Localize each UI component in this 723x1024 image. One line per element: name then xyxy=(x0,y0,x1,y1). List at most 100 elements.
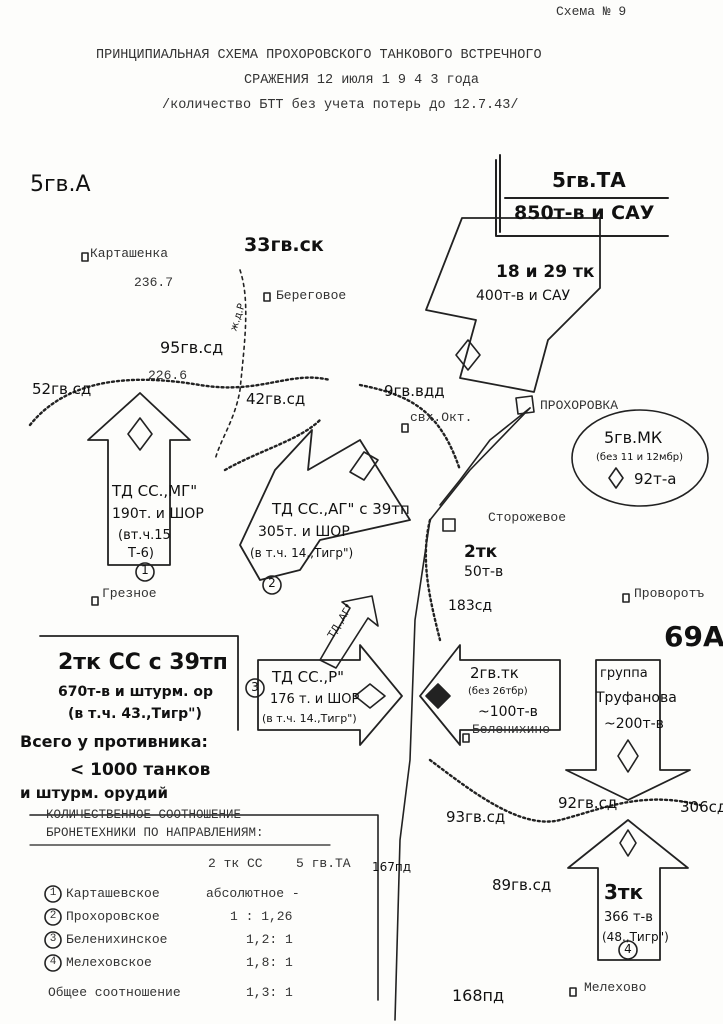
ger-td-ag-note: (в т.ч. 14.,Тигр") xyxy=(250,546,354,560)
place-gryaznoe: Грезное xyxy=(102,586,157,601)
unit-306-sd: 306сд xyxy=(680,798,723,816)
subtitle: /количество БТТ без учета потерь до 12.7… xyxy=(162,98,519,113)
table-circle-2 xyxy=(44,908,62,926)
marker-sovkhoz xyxy=(401,423,409,433)
height-236-7: 236.7 xyxy=(134,275,174,290)
sov-2tk: 2тк xyxy=(464,542,498,562)
place-provorot: Проворотъ xyxy=(634,586,705,601)
ger-td-mg-note2: Т-6) xyxy=(128,546,154,561)
marker-melekhovo xyxy=(569,987,577,997)
sov-2gv-tk-count: ~100т-в xyxy=(478,704,538,720)
army-5gv-ta: 5гв.ТА xyxy=(552,168,626,192)
sov-3tk-count: 366 т-в xyxy=(604,910,653,925)
sov-group-count: ~200т-в xyxy=(604,716,664,732)
marker-beregovoe xyxy=(263,292,271,302)
place-sovkhoz: свх.Окт. xyxy=(410,410,473,425)
sov-3tk-note: (48.,Тигр") xyxy=(602,930,669,944)
table-row-3-name: Беленихинское xyxy=(66,932,168,947)
diamond-symbol-2gvtk xyxy=(425,683,451,709)
unit-93gv-sd: 93гв.сд xyxy=(446,808,506,826)
table-title-line1: КОЛИЧЕСТВЕННОЕ СООТНОШЕНИЕ xyxy=(46,808,242,822)
sov-group-trufanov: Труфанова xyxy=(596,690,677,706)
sov-18-29-tk-count: 400т-в и САУ xyxy=(476,288,571,304)
ger-r-num: 3 xyxy=(251,680,259,694)
ger-td-mg-count: 190т. и ШОР xyxy=(112,506,204,522)
ger-td-r-count: 176 т. и ШОР xyxy=(270,692,360,707)
arrow-td-mg xyxy=(87,392,191,566)
unit-95gv-sd: 95гв.сд xyxy=(160,338,224,357)
table-circle-4 xyxy=(44,954,62,972)
enemy-2tk-ss: 2тк СС с 39тп xyxy=(58,650,228,675)
ger-mg-num: 1 xyxy=(141,563,149,577)
table-total-label: Общее соотношение xyxy=(48,985,181,1000)
table-row-3-num: 3 xyxy=(49,933,57,945)
diamond-symbol-trufanov xyxy=(617,739,639,773)
place-storozhevoe: Сторожевое xyxy=(488,510,567,525)
table-row-4-value: 1,8: 1 xyxy=(246,955,293,970)
sov-5gv-mk: 5гв.МК xyxy=(604,428,663,447)
circle-num-3 xyxy=(245,678,265,698)
oval-5gv-mk xyxy=(571,409,709,507)
front-line-north xyxy=(28,376,332,427)
enemy-2tk-ss-note: (в т.ч. 43.,Тигр") xyxy=(68,706,202,722)
height-226-6: 226.6 xyxy=(148,368,188,383)
sov-2tk-count: 50т-в xyxy=(464,564,504,580)
marker-belenikhino xyxy=(462,733,470,743)
front-line-mid xyxy=(223,418,322,472)
enemy-total-box xyxy=(39,635,239,731)
square-2tk xyxy=(442,518,456,532)
place-kartashevka: Карташенка xyxy=(90,246,169,261)
circle-num-2 xyxy=(262,575,282,595)
unit-89gv-sd: 89гв.сд xyxy=(492,876,552,894)
table-row-3-value: 1,2: 1 xyxy=(246,932,293,947)
army-5gv-a: 5гв.А xyxy=(30,172,91,197)
sov-3tk-num: 4 xyxy=(624,942,632,956)
front-line-psyol xyxy=(214,269,247,461)
front-line-south xyxy=(428,758,702,823)
sov-2gv-tk: 2гв.тк xyxy=(470,664,519,682)
arrow-td-ag xyxy=(239,429,411,581)
ger-ag-num: 2 xyxy=(268,576,276,590)
enemy-total-line3: и штурм. орудий xyxy=(20,784,169,802)
ger-td-ag: ТД СС.,АГ" с 39тп xyxy=(272,500,410,518)
ratio-table-frame xyxy=(29,814,379,1001)
front-line-north-2 xyxy=(358,383,462,472)
place-beregovoe: Береговое xyxy=(276,288,347,303)
unit-9gv-vdd: 9гв.вдд xyxy=(384,382,445,400)
army-69a: 69А xyxy=(664,620,723,653)
army-5gv-ta-count: 850т-в и САУ xyxy=(514,202,655,224)
place-prokhorovka: ПРОХОРОВКА xyxy=(540,398,619,413)
sov-5gv-mk-note: (без 11 и 12мбр) xyxy=(596,452,683,463)
table-col1: 2 тк СС xyxy=(208,856,263,871)
title-line-1: ПРИНЦИПИАЛЬНАЯ СХЕМА ПРОХОРОВСКОГО ТАНКО… xyxy=(96,48,542,63)
table-row-4-name: Мелеховское xyxy=(66,955,152,970)
table-row-4-num: 4 xyxy=(49,956,57,968)
table-row-2-value: 1 : 1,26 xyxy=(230,909,293,924)
place-belenikhino: Беленихино xyxy=(472,722,551,737)
railway-line xyxy=(439,407,531,506)
ger-td-mg: ТД СС.,МГ" xyxy=(112,482,198,500)
table-title-line2: БРОНЕТЕХНИКИ ПО НАПРАВЛЕНИЯМ: xyxy=(46,826,264,840)
road-prokhorovka-south xyxy=(394,407,531,1021)
unit-33gv-sk: 33гв.ск xyxy=(244,234,324,256)
unit-183-sd: 183сд xyxy=(448,598,493,614)
table-row-1-name: Карташевское xyxy=(66,886,160,901)
arrow-2gv-tk xyxy=(419,644,561,746)
arrow-trufanov xyxy=(565,659,691,801)
marker-prokhorovka xyxy=(515,395,535,415)
ger-td-mg-note: (вт.ч.15 xyxy=(118,528,171,543)
table-circle-3 xyxy=(44,931,62,949)
unit-168-pd: 168пд xyxy=(452,986,505,1005)
sov-group-label: группа xyxy=(600,666,648,681)
front-line-storozh xyxy=(424,518,442,642)
diamond-symbol-mg xyxy=(127,417,153,451)
diamond-symbol-tk18 xyxy=(455,339,481,371)
unit-167-pd: 167пд xyxy=(372,860,412,874)
sov-2gv-tk-note: (без 26тбр) xyxy=(468,686,528,697)
ger-td-r: ТД СС.,Р" xyxy=(272,668,345,686)
table-row-2-name: Прохоровское xyxy=(66,909,160,924)
enemy-total-line2: < 1000 танков xyxy=(70,760,211,780)
army-box-5gv-ta xyxy=(495,154,669,237)
sov-3tk: 3тк xyxy=(604,880,644,904)
